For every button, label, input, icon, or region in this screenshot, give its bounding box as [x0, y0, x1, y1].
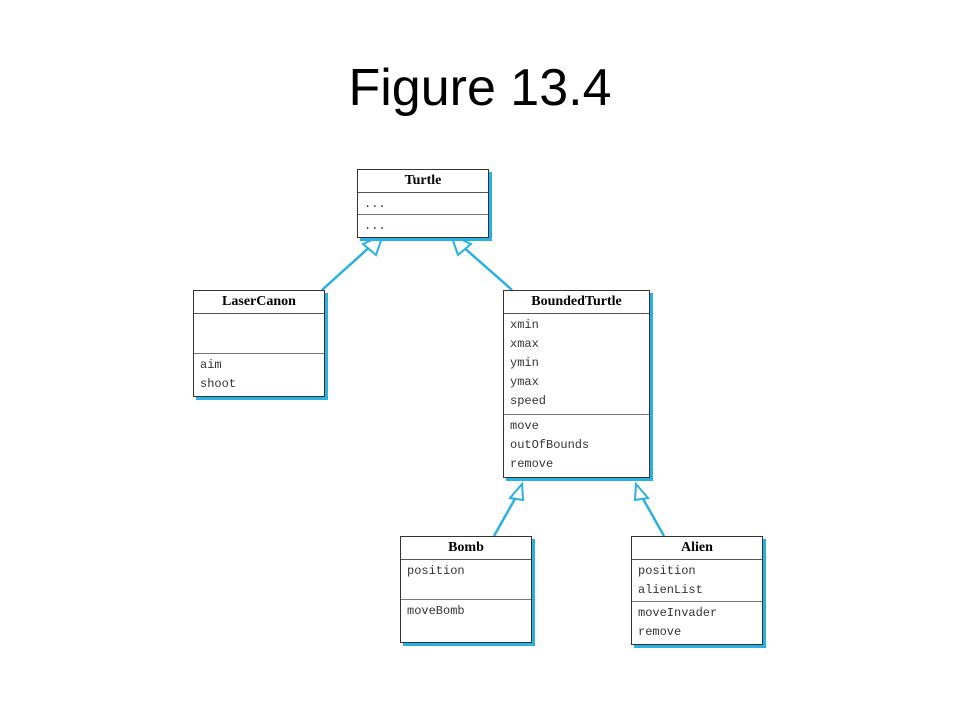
method: moveInvader	[638, 606, 718, 620]
attributes-section: xmin xmax ymin ymax speed	[504, 314, 649, 415]
attribute: xmin	[510, 318, 539, 332]
method: remove	[510, 457, 554, 471]
edge-alien-boundedturtle	[640, 496, 666, 537]
attribute: ...	[364, 197, 386, 211]
methods-section: move outOfBounds remove	[504, 415, 649, 477]
method: moveBomb	[407, 604, 465, 618]
attribute: alienList	[638, 583, 703, 597]
class-boundedturtle: BoundedTurtle xmin xmax ymin ymax speed …	[503, 290, 650, 478]
edge-boundedturtle-turtle	[460, 244, 513, 291]
class-name: Alien	[632, 537, 762, 560]
attribute: position	[638, 564, 696, 578]
attribute: xmax	[510, 337, 539, 351]
attribute: ymin	[510, 356, 539, 370]
attributes-section: position alienList	[632, 560, 762, 602]
class-name: Bomb	[401, 537, 531, 560]
class-alien: Alien position alienList moveInvader rem…	[631, 536, 763, 645]
inherit-arrowhead-bounded-right	[633, 481, 650, 502]
edge-lasercanon-turtle	[321, 243, 374, 291]
method: shoot	[200, 377, 237, 391]
method: ...	[364, 219, 386, 233]
class-lasercanon: LaserCanon aim shoot	[193, 290, 325, 397]
attribute: position	[407, 564, 465, 578]
attributes-section: ...	[358, 193, 488, 215]
method: remove	[638, 625, 682, 639]
methods-section: moveBomb	[401, 600, 531, 642]
attribute: ymax	[510, 375, 539, 389]
inherit-arrowhead-turtle-left	[361, 233, 385, 257]
method: outOfBounds	[510, 438, 590, 452]
inherit-arrowhead-bounded-left	[508, 481, 525, 502]
attributes-section: position	[401, 560, 531, 600]
edge-bomb-boundedturtle	[492, 496, 518, 537]
inherit-arrowhead-turtle-right	[449, 233, 473, 257]
method: move	[510, 419, 539, 433]
methods-section: aim shoot	[194, 354, 324, 396]
class-bomb: Bomb position moveBomb	[400, 536, 532, 643]
figure-title: Figure 13.4	[348, 59, 612, 117]
attributes-section	[194, 314, 324, 354]
attribute: speed	[510, 394, 547, 408]
class-name: BoundedTurtle	[504, 291, 649, 314]
methods-section: ...	[358, 215, 488, 237]
methods-section: moveInvader remove	[632, 602, 762, 644]
class-name: Turtle	[358, 170, 488, 193]
method: aim	[200, 358, 222, 372]
class-turtle: Turtle ... ...	[357, 169, 489, 238]
class-name: LaserCanon	[194, 291, 324, 314]
